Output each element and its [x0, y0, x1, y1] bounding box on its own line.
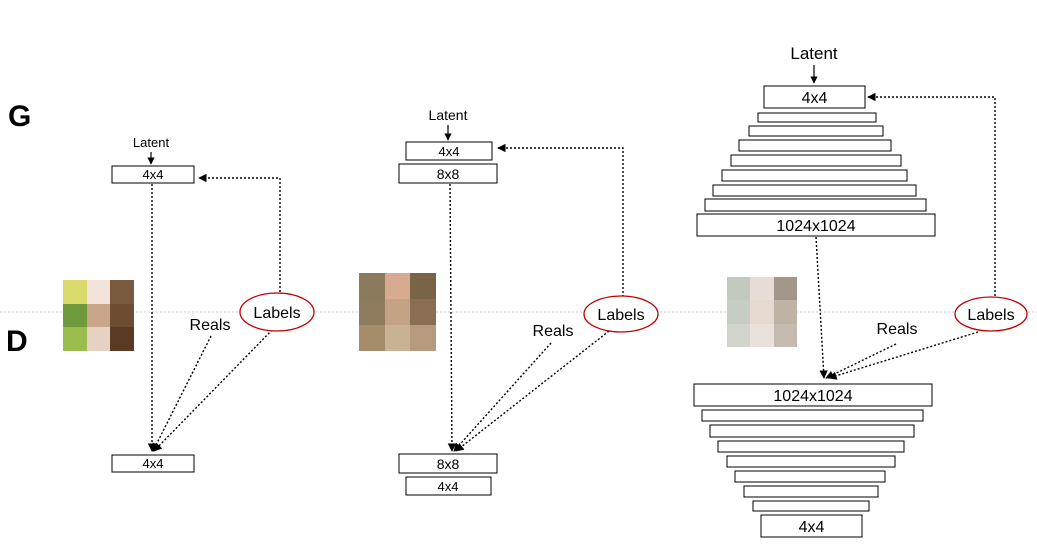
image-tile: [727, 323, 751, 347]
discriminator-block: [734, 470, 886, 483]
discriminator-block: [398, 453, 498, 474]
generator-block: [738, 139, 892, 152]
generator-block: [748, 125, 884, 137]
image-tile: [773, 323, 797, 347]
generator-block: [721, 169, 908, 182]
discriminator-block: [701, 409, 924, 422]
image-tile: [86, 303, 111, 328]
latent-label: Latent: [790, 44, 838, 63]
image-tile: [359, 299, 385, 325]
generator-block: [730, 154, 902, 167]
stage-2: Latent 4x4 8x8 Reals Labels 8x8 4x4: [398, 107, 659, 496]
labels-label: Labels: [253, 305, 300, 322]
discriminator-block: [709, 424, 915, 438]
image-tile: [410, 273, 436, 299]
reals-to-discriminator-arrow: [152, 335, 212, 452]
image-tile: [86, 327, 111, 351]
reals-to-discriminator-arrow: [453, 342, 552, 452]
latent-label: Latent: [133, 135, 170, 150]
generator-block-label: 4x4: [143, 167, 164, 182]
generator-block: [398, 163, 498, 184]
image-tile: [63, 303, 87, 328]
image-tile: [359, 273, 385, 299]
discriminator-block: [693, 383, 933, 407]
image-tile: [773, 277, 797, 301]
generator-block: [405, 141, 493, 161]
image-tile: [750, 300, 774, 324]
generator-block-label: 8x8: [437, 166, 460, 182]
discriminator-block: [726, 455, 896, 468]
reals-to-discriminator-arrow: [825, 343, 897, 379]
generator-block-label: 4x4: [802, 90, 828, 107]
discriminator-row-label: D: [6, 325, 28, 358]
image-tile: [410, 325, 436, 351]
discriminator-block: [111, 454, 195, 473]
image-tile: [750, 277, 774, 301]
image-tile: [86, 280, 111, 304]
image-tile: [359, 325, 385, 351]
stage-1: Latent 4x4 Reals Labels 4x4: [111, 135, 315, 473]
image-tile: [110, 303, 134, 328]
image-tile: [410, 299, 436, 325]
image-tile: [773, 300, 797, 324]
labels-ellipse: [954, 296, 1028, 332]
image-tile: [63, 327, 87, 351]
generator-block: [696, 213, 936, 237]
generator-block: [757, 112, 877, 123]
labels-label: Labels: [967, 307, 1014, 324]
generator-block: [763, 85, 866, 109]
discriminator-stack: 1024x1024 4x4: [693, 383, 933, 538]
image-tile: [727, 277, 751, 301]
discriminator-block: [752, 500, 870, 512]
generator-block: [712, 184, 917, 197]
labels-ellipse: [583, 295, 659, 333]
reals-image-grid: [727, 277, 797, 347]
image-tile: [63, 280, 87, 304]
discriminator-block: [760, 514, 863, 538]
discriminator-block: [743, 485, 879, 498]
generator-block: [111, 165, 195, 184]
labels-to-discriminator-arrow: [153, 326, 276, 452]
image-tile: [110, 280, 134, 304]
latent-label: Latent: [429, 107, 468, 123]
image-tile: [750, 323, 774, 347]
image-tile: [384, 325, 411, 351]
labels-to-discriminator-arrow: [455, 330, 610, 452]
generator-stack: 4x4 1024x1024: [696, 85, 936, 237]
labels-ellipse: [239, 292, 315, 332]
labels-to-generator-arrow: [198, 173, 281, 292]
generator-to-discriminator-arrow: [447, 183, 457, 452]
reals-label: Reals: [533, 323, 574, 340]
labels-label: Labels: [597, 307, 644, 324]
generator-block-label: 1024x1024: [776, 218, 855, 235]
image-tile: [384, 299, 411, 325]
generator-block-label: 4x4: [439, 144, 460, 159]
discriminator-block: [717, 440, 905, 453]
image-tile: [110, 327, 134, 351]
labels-to-discriminator-arrow: [828, 331, 979, 380]
discriminator-block-label: 4x4: [799, 519, 825, 536]
reals-image-grid: [359, 273, 436, 351]
image-tile: [727, 300, 751, 324]
stage-3: Latent 4x4 1024x1024 Reals Labels 1024x10…: [693, 44, 1028, 538]
reals-label: Reals: [190, 317, 231, 334]
reals-label: Reals: [877, 321, 918, 338]
discriminator-block-label: 8x8: [437, 456, 460, 472]
generator-to-discriminator-arrow: [815, 236, 828, 379]
labels-to-generator-arrow: [497, 143, 624, 297]
reals-image-grid: [63, 280, 134, 351]
discriminator-block-label: 1024x1024: [773, 388, 852, 405]
generator-row-label: G: [8, 100, 32, 133]
generator-block: [704, 198, 927, 212]
discriminator-block: [405, 476, 492, 496]
image-tile: [384, 273, 411, 299]
discriminator-block-label: 4x4: [143, 456, 164, 471]
discriminator-block-label: 4x4: [438, 479, 459, 494]
